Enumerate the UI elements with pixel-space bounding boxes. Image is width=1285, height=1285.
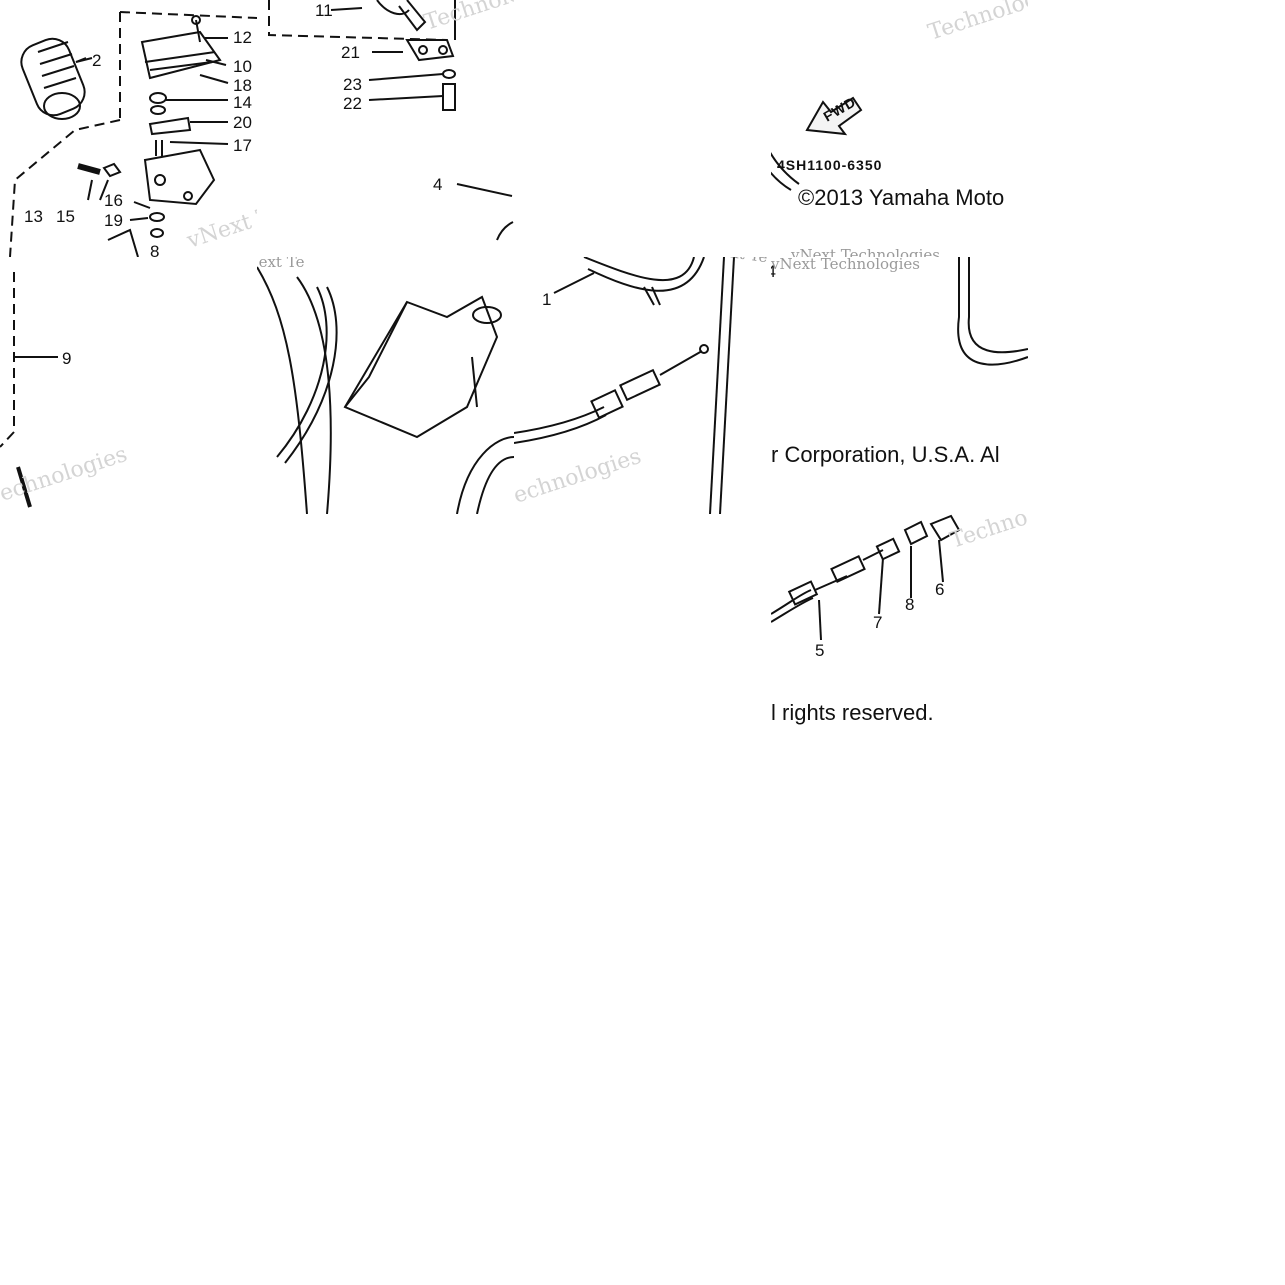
watermark-small: vNext Te bbox=[257, 257, 305, 271]
callout-1: 1 bbox=[542, 290, 551, 309]
tile-throttle-cable: 9 Technologies bbox=[0, 257, 257, 514]
tile-clutch-parts: Technologies 5 7 8 6 bbox=[771, 514, 1028, 771]
callout-12: 12 bbox=[233, 28, 252, 47]
callout-20: 20 bbox=[233, 113, 252, 132]
clutch-cable-icon bbox=[771, 549, 884, 623]
callout-22: 22 bbox=[343, 94, 362, 113]
callout-24: 24 bbox=[771, 262, 776, 281]
watermark-small: vNext Technologies bbox=[771, 257, 920, 273]
tile-handlebar-cable: 1 Technologies vNext Te bbox=[514, 257, 771, 514]
callout-4: 4 bbox=[433, 175, 442, 194]
watermark: Technologies bbox=[421, 0, 514, 36]
callout-17: 17 bbox=[233, 136, 252, 155]
callout-8-top: 8 bbox=[150, 242, 159, 257]
spring-icon bbox=[875, 537, 901, 561]
copyright-line-2: r Corporation, U.S.A. Al bbox=[771, 442, 1000, 467]
boot-icon bbox=[929, 514, 961, 542]
tile-throttle-housing: vNext Technologies 2 12 10 18 14 20 17 1… bbox=[0, 0, 257, 257]
callout-5: 5 bbox=[815, 641, 824, 660]
copyright-line-1: ©2013 Yamaha Moto bbox=[798, 185, 1005, 210]
watermark: Technologies bbox=[514, 444, 644, 513]
copyright-line-3: l rights reserved. bbox=[771, 700, 934, 725]
callout-21: 21 bbox=[341, 43, 360, 62]
callout-19: 19 bbox=[104, 211, 123, 230]
callout-18: 18 bbox=[233, 76, 252, 95]
watermark: vNext Technologies bbox=[183, 162, 257, 254]
callout-10: 10 bbox=[233, 57, 252, 76]
diagram-code: 4SH1100-6350 bbox=[777, 157, 882, 173]
watermark-small: vNext Te bbox=[698, 257, 768, 266]
callout-8: 8 bbox=[905, 595, 914, 614]
watermark: Technologies bbox=[947, 514, 1028, 554]
tile-cable-end: 24 vNext Technologies bbox=[771, 257, 1028, 514]
watermark: Technologies bbox=[925, 0, 1028, 46]
nut-icon bbox=[903, 520, 929, 546]
watermark: Technologies bbox=[0, 442, 130, 511]
callout-15: 15 bbox=[56, 207, 75, 226]
tile-handlebar-cover: vNext Te bbox=[257, 257, 514, 514]
callout-7: 7 bbox=[873, 613, 882, 632]
handlebar-cover-icon bbox=[343, 295, 502, 439]
callout-6: 6 bbox=[935, 580, 944, 599]
tile-fwd-arrow: FWD 4SH1100-6350 Technologies vNext Tech… bbox=[771, 0, 1028, 257]
housing-cover-icon bbox=[140, 30, 222, 80]
callout-9: 9 bbox=[62, 349, 71, 368]
callout-2: 2 bbox=[92, 51, 101, 70]
callout-23: 23 bbox=[343, 75, 362, 94]
grip-icon bbox=[20, 37, 86, 120]
housing-body-icon bbox=[143, 148, 216, 206]
tile-lever-bolts: Technologies 11 21 23 22 4 bbox=[257, 0, 514, 257]
callout-11: 11 bbox=[315, 1, 333, 20]
callout-13: 13 bbox=[24, 207, 43, 226]
fwd-arrow-icon bbox=[805, 96, 863, 136]
callout-16: 16 bbox=[104, 191, 123, 210]
callout-14: 14 bbox=[233, 93, 252, 112]
watermark-small: vNext Technologies bbox=[790, 246, 940, 257]
cable-icon bbox=[514, 344, 709, 444]
